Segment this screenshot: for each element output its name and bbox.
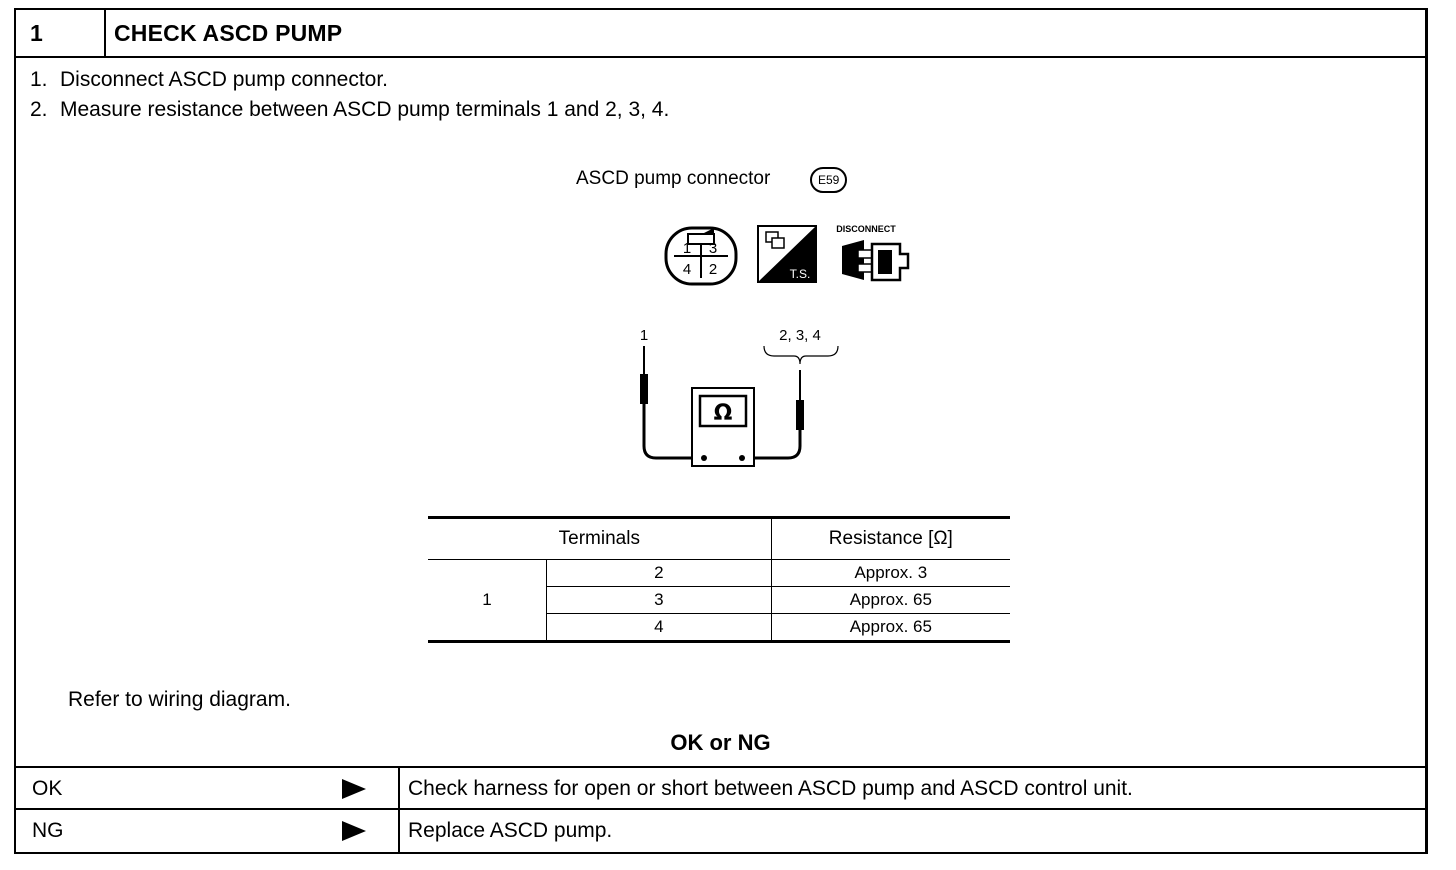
probe-left-lead — [642, 404, 702, 460]
pin-label: 1 — [683, 240, 691, 257]
column-header-resistance: Resistance [Ω] — [770, 517, 1010, 560]
disconnect-label: DISCONNECT — [836, 224, 896, 234]
table-row: 1 2 Approx. 3 — [428, 559, 1010, 643]
pin-label: 3 — [709, 240, 717, 257]
pin-label: 2 — [709, 261, 717, 278]
probe-right-handle — [796, 400, 804, 430]
step-text: Disconnect ASCD pump connector. — [60, 68, 389, 91]
instruction-step: 1. Disconnect ASCD pump connector. — [30, 68, 388, 92]
terminal-side-icon: T.S. — [757, 225, 817, 283]
procedure-header: 1 CHECK ASCD PUMP — [16, 10, 1425, 58]
connector-code-badge: E59 — [810, 167, 848, 193]
result-row-ng: NG Replace ASCD pump. — [16, 808, 1425, 852]
ts-label: T.S. — [790, 267, 811, 281]
terminal-brace — [763, 345, 839, 365]
disconnect-icon: DISCONNECT — [836, 224, 910, 282]
resistance-table: Terminals Resistance [Ω] 1 2 Approx. 3 3… — [428, 516, 1010, 643]
probe-left-label: 1 — [640, 327, 648, 344]
column-header-terminals: Terminals — [428, 517, 772, 560]
probe-right-label: 2, 3, 4 — [779, 327, 821, 344]
probe-right-lead — [744, 430, 802, 460]
refer-wiring-diagram-note: Refer to wiring diagram. — [68, 688, 291, 711]
arrow-right-icon — [342, 779, 366, 799]
result-label: NG — [32, 819, 64, 842]
resistance-cell: Approx. 65 — [770, 586, 1010, 614]
ohm-symbol: Ω — [714, 401, 733, 426]
step-index: 2. — [30, 98, 48, 121]
step-index: 1. — [30, 68, 48, 91]
result-action: Check harness for open or short between … — [408, 777, 1133, 800]
measurement-diagram: 1 3 4 2 T.S. DISCONNECT 1 2, 3, 4 — [640, 224, 910, 467]
result-action: Replace ASCD pump. — [408, 819, 613, 842]
resistance-cell: Approx. 65 — [770, 613, 1010, 643]
instruction-step: 2. Measure resistance between ASCD pump t… — [30, 98, 669, 122]
result-label: OK — [32, 777, 63, 800]
procedure-card: 1 CHECK ASCD PUMP 1. Disconnect ASCD pump… — [14, 8, 1428, 854]
decision-title: OK or NG — [670, 730, 771, 755]
to-terminal-cell: 2 — [546, 559, 772, 587]
ohmmeter-icon: Ω — [691, 387, 755, 467]
arrow-right-icon — [342, 821, 366, 841]
step-text: Measure resistance between ASCD pump ter… — [60, 98, 670, 121]
pin-label: 4 — [683, 261, 691, 278]
table-row: 3 Approx. 65 — [428, 586, 1010, 614]
probe-left-handle — [640, 374, 648, 404]
connector-label: ASCD pump connector — [576, 168, 771, 189]
to-terminal-cell: 4 — [546, 613, 772, 643]
table-row: 4 Approx. 65 — [428, 613, 1010, 643]
from-terminal-cell: 1 — [428, 559, 547, 643]
step-number: 1 — [16, 10, 106, 56]
to-terminal-cell: 3 — [546, 586, 772, 614]
connector-face-icon: 1 3 4 2 — [664, 226, 738, 286]
procedure-title: CHECK ASCD PUMP — [114, 20, 343, 46]
resistance-cell: Approx. 3 — [770, 559, 1010, 587]
result-row-ok: OK Check harness for open or short betwe… — [16, 766, 1425, 810]
